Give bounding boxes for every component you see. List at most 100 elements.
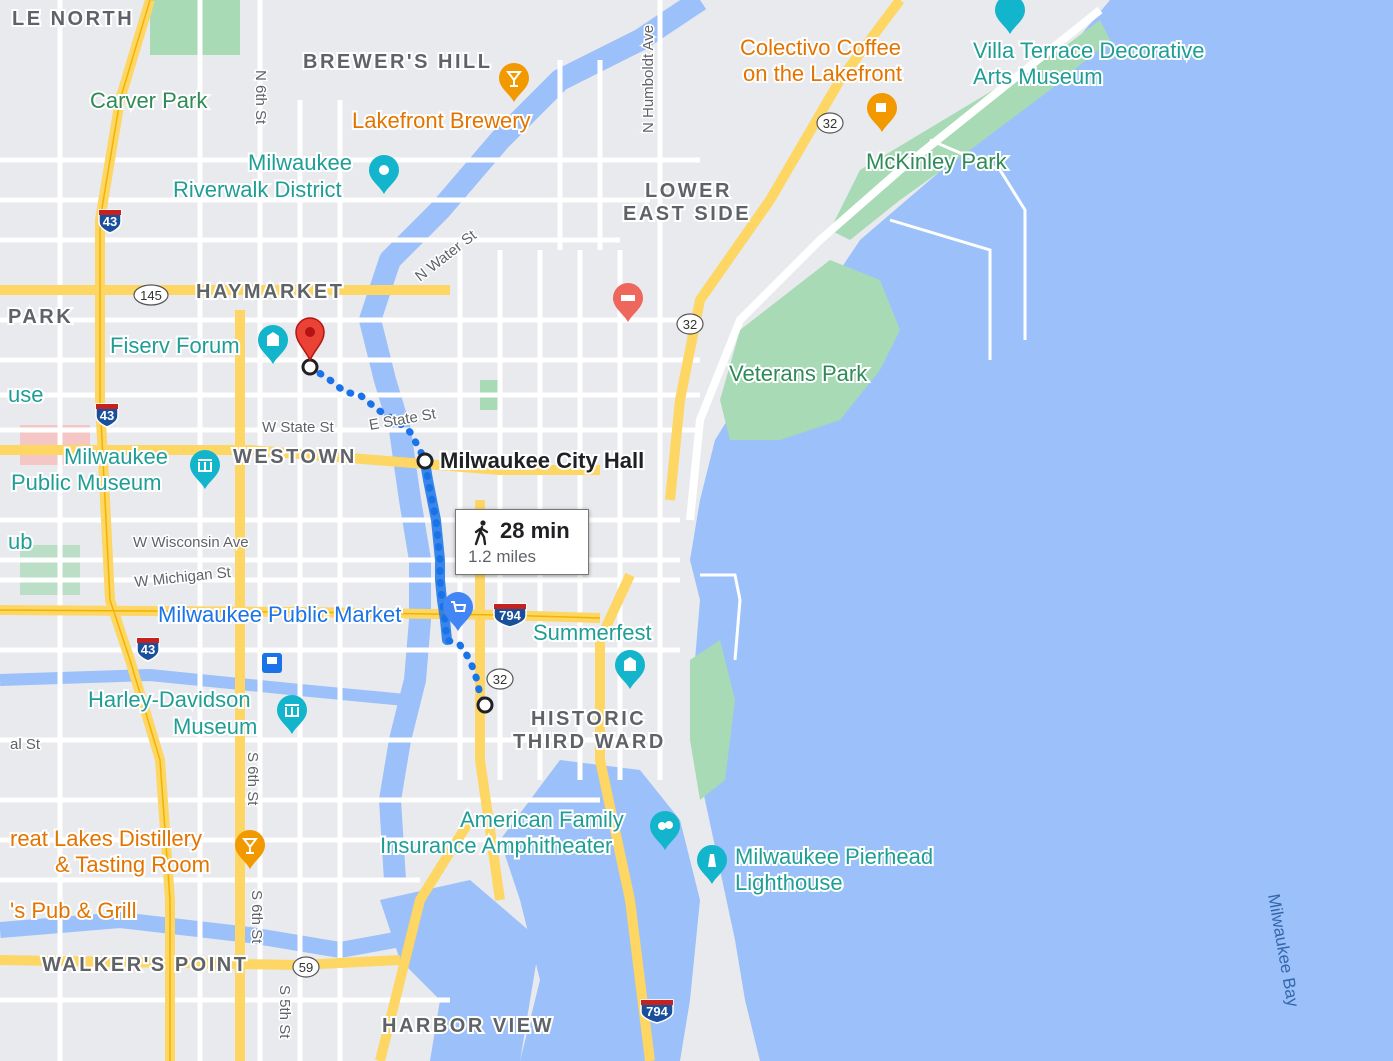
interstate-794-shield-a: 794 [493,603,527,628]
hotel-icon[interactable] [613,283,643,322]
lighthouse-icon[interactable] [697,845,727,884]
district-label: LE NORTH [12,8,134,30]
poi-label-pierhead[interactable]: Milwaukee Pierhead [733,842,935,871]
district-label: PARK [8,306,73,328]
shield-label: 32 [683,317,697,332]
poi-label-public-museum[interactable]: Public Museum [9,468,163,497]
poi-label-distillery[interactable]: reat Lakes Distillery [8,824,204,853]
poi-label-riverwalk[interactable]: Milwaukee [246,148,354,177]
highway-casing [0,0,601,1061]
museum-icon-public[interactable] [190,450,220,489]
walking-time-callout[interactable]: 28 min 1.2 miles [455,509,589,575]
poi-label-ub[interactable]: ub [6,527,34,556]
street-label: S 6th St [244,752,261,806]
interstate-43-shield-a: 43 [98,209,122,234]
bar-icon[interactable] [499,63,529,102]
district-label: HAYMARKET [196,281,344,303]
interstate-43-shield-b: 43 [95,403,119,428]
district-label: WALKER'S POINT [42,954,248,976]
district-label: EAST SIDE [623,203,751,225]
harbor-channel [380,880,540,1061]
stadium-icon[interactable] [258,325,288,364]
route-end-marker[interactable] [476,696,494,714]
state-145-shield: 145 [133,284,169,306]
museum-icon-villa[interactable] [995,0,1025,34]
poi-label-fiserv[interactable]: Fiserv Forum [108,331,242,360]
poi-label-colectivo[interactable]: Colectivo Coffee [738,33,903,62]
route-start-marker[interactable] [301,358,319,376]
poi-label-riverwalk[interactable]: Riverwalk District [171,175,344,204]
poi-label-pub[interactable]: 's Pub & Grill [8,896,138,925]
shield-label: 794 [646,1004,668,1019]
piers [700,138,1027,661]
poi-label-use[interactable]: use [6,380,45,409]
poi-label-public-museum[interactable]: Milwaukee [62,442,170,471]
district-label: HARBOR VIEW [382,1015,554,1037]
venue-icon-summerfest[interactable] [615,650,645,689]
poi-label-harley[interactable]: Museum [171,712,259,741]
state-32-shield-b: 32 [676,313,704,335]
shield-label: 32 [823,116,837,131]
poi-label-pierhead[interactable]: Lighthouse [733,868,845,897]
bar-icon-distillery[interactable] [235,830,265,869]
theater-icon[interactable] [650,811,680,850]
shield-label: 145 [140,288,162,303]
veterans-park-area [720,260,900,440]
walking-person-icon [474,520,489,546]
poi-label-carver-park[interactable]: Carver Park [88,86,210,115]
poi-label-city-hall[interactable]: Milwaukee City Hall [438,446,646,475]
street-label: S 5th St [276,985,293,1039]
museum-icon-harley[interactable] [277,695,307,734]
poi-label-harley[interactable]: Harley-Davidson [86,685,253,714]
street-label: W Wisconsin Ave [133,534,249,551]
shield-label: 794 [499,608,521,623]
walking-duration: 28 min [500,518,570,543]
poi-label-amphitheater[interactable]: American Family [458,805,626,834]
district-label: LOWER [645,180,732,202]
poi-label-mckinley[interactable]: McKinley Park [864,147,1010,176]
shopping-cart-icon[interactable] [443,592,473,631]
shield-label: 32 [493,672,507,687]
district-label: BREWER'S HILL [303,51,492,73]
lake-michigan [690,0,1393,1061]
state-59-shield: 59 [292,956,320,978]
menomonee-river [0,668,406,706]
poi-label-villa-terrace[interactable]: Arts Museum [971,62,1105,91]
destination-pin-icon[interactable] [295,317,325,362]
street-label: N Humboldt Ave [640,25,657,133]
poi-label-villa-terrace[interactable]: Villa Terrace Decorative [971,36,1207,65]
shield-label: 43 [141,642,155,657]
district-label: THIRD WARD [513,731,666,753]
street-label: al St [10,736,41,753]
lakefront-drive [686,6,1103,521]
camera-icon[interactable] [369,155,399,194]
street-label: W State St [262,419,335,436]
district-label: WESTOWN [233,446,357,468]
poi-label-amphitheater[interactable]: Insurance Amphitheater [378,831,614,860]
summerfest-park [690,640,735,800]
shield-label: 59 [299,960,313,975]
lakefront-park-strip [830,20,1110,240]
milwaukee-river [359,0,707,881]
state-32-shield-a: 32 [816,112,844,134]
poi-label-colectivo[interactable]: on the Lakefront [741,59,904,88]
street-label: S 6th St [248,890,265,944]
carver-park-area [150,0,240,55]
cafe-icon[interactable] [867,93,897,132]
poi-label-summerfest[interactable]: Summerfest [531,618,654,647]
poi-label-public-market[interactable]: Milwaukee Public Market [156,600,403,629]
shield-label: 43 [100,408,114,423]
poi-label-lakefront-brewery[interactable]: Lakefront Brewery [350,106,533,135]
interstate-794-shield-b: 794 [640,999,674,1024]
poi-label-veterans[interactable]: Veterans Park [727,359,870,388]
walking-distance: 1.2 miles [468,547,537,566]
shield-label: 43 [103,214,117,229]
transit-icon[interactable] [262,653,282,673]
poi-label-distillery[interactable]: & Tasting Room [53,850,212,879]
route-waypoint-marker[interactable] [416,452,434,470]
district-label: HISTORIC [531,708,646,730]
interstate-43-shield-c: 43 [136,637,160,662]
small-park-2 [20,545,80,595]
street-label: N 6th St [252,70,269,125]
